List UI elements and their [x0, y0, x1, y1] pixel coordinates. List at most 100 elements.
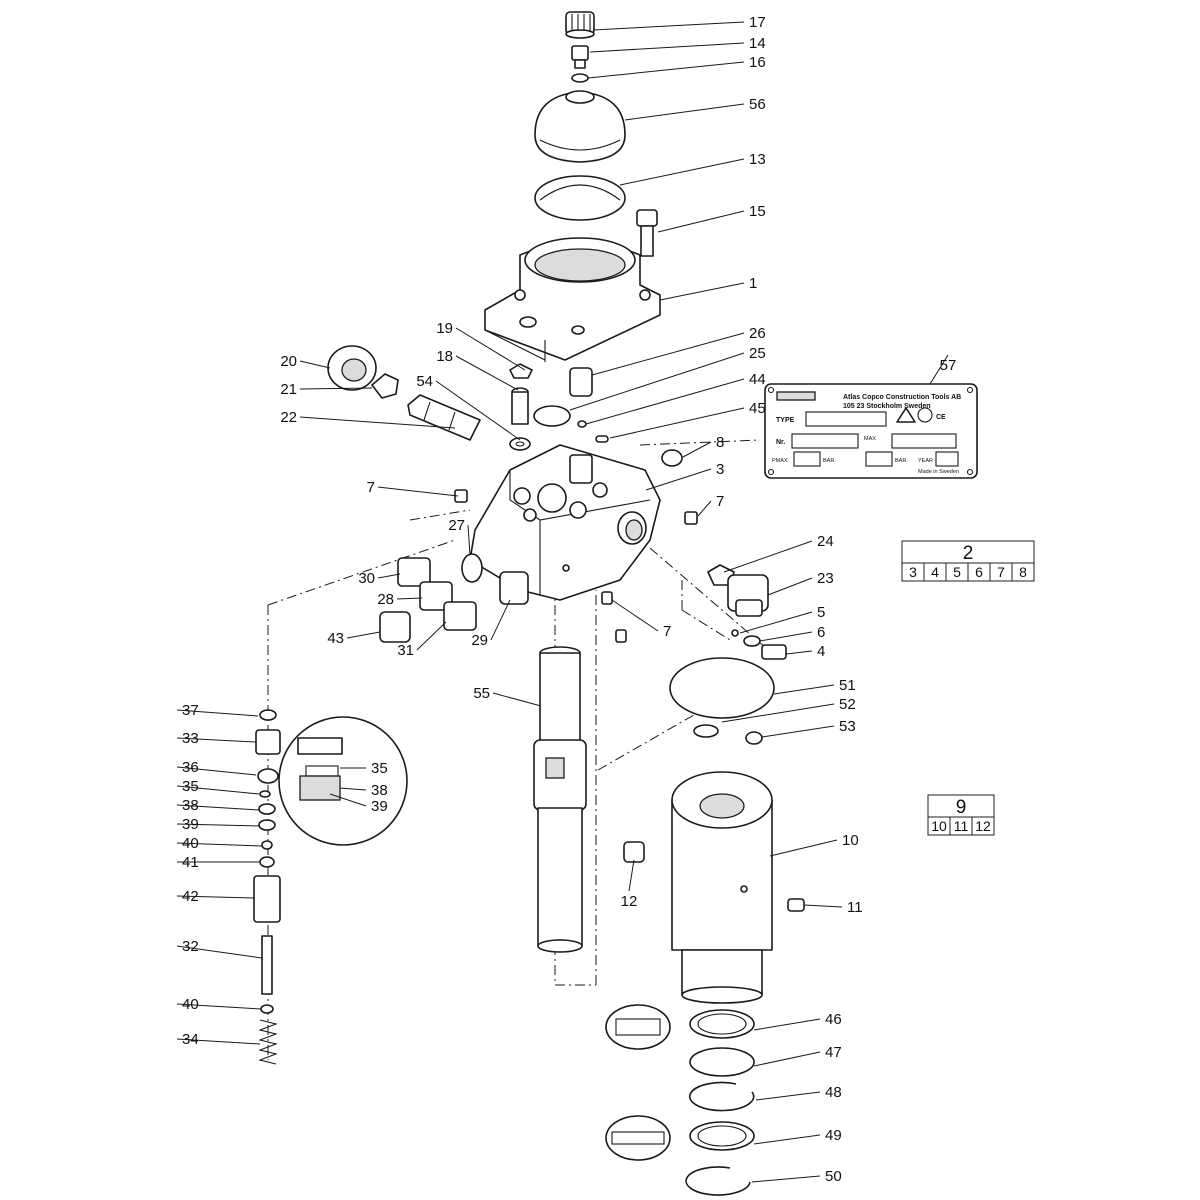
leader-line — [753, 1018, 821, 1031]
leader-line — [176, 823, 260, 827]
cap-43 — [379, 611, 411, 643]
leader-line — [697, 500, 712, 517]
leader-line — [396, 597, 423, 600]
kit-part-4: 4 — [931, 564, 939, 580]
detail-circle — [278, 716, 408, 846]
leader-line — [759, 631, 813, 642]
plug-8 — [661, 449, 683, 467]
callout-29: 29 — [471, 632, 488, 649]
kit-part-11: 11 — [954, 818, 969, 834]
callout-39: 39 — [182, 816, 199, 833]
callout-57: 57 — [940, 357, 957, 374]
kit-part-6: 6 — [975, 564, 983, 580]
warning-icon — [896, 407, 916, 423]
callout-22: 22 — [280, 409, 297, 426]
leader-line — [739, 611, 813, 634]
callout-6: 6 — [817, 624, 825, 641]
callout-12: 12 — [621, 893, 638, 910]
screw-15 — [636, 209, 658, 257]
leader-line — [591, 332, 745, 376]
callout-15: 15 — [749, 203, 766, 220]
kit-part-8: 8 — [1019, 564, 1027, 580]
leader-line — [803, 904, 843, 908]
leader-line — [339, 787, 367, 791]
leader-line — [176, 895, 255, 899]
leader-line — [785, 650, 813, 655]
kit-part-12: 12 — [975, 818, 991, 834]
callout-21: 21 — [280, 381, 297, 398]
callout-50: 50 — [825, 1168, 842, 1185]
callout-4: 4 — [817, 643, 825, 660]
callout-35: 35 — [182, 778, 199, 795]
kit-part-5: 5 — [953, 564, 961, 580]
callout-7: 7 — [367, 479, 375, 496]
callout-1: 1 — [749, 275, 757, 292]
leader-line — [329, 793, 367, 807]
leader-line — [299, 416, 456, 429]
leader-line — [176, 945, 263, 959]
leader-line — [455, 327, 526, 371]
callout-14: 14 — [749, 35, 766, 52]
plate-pressure-label: PMAX — [772, 458, 788, 464]
plate-max-label: MAX — [864, 436, 876, 442]
valve-block-3 — [469, 444, 661, 601]
leader-line — [299, 360, 331, 369]
o-ring-25 — [533, 405, 571, 427]
leader-line — [645, 468, 712, 491]
callout-45: 45 — [749, 400, 766, 417]
bushing-49 — [689, 1121, 755, 1151]
leader-line — [299, 387, 373, 390]
plate-no-label: Nr. — [776, 439, 785, 446]
callout-49: 49 — [825, 1127, 842, 1144]
callout-13: 13 — [749, 151, 766, 168]
plate-company: Atlas Copco Construction Tools AB — [843, 394, 961, 401]
callout-25: 25 — [749, 345, 766, 362]
callout-36: 36 — [182, 759, 199, 776]
leader-line — [416, 621, 447, 651]
o-ring-16 — [571, 73, 589, 83]
callout-23: 23 — [817, 570, 834, 587]
kit-part-10: 10 — [931, 818, 947, 834]
housing-1 — [484, 237, 661, 362]
pin-7c — [601, 591, 613, 605]
ring-45 — [595, 435, 609, 443]
leader-line — [176, 766, 257, 776]
leader-line — [569, 352, 745, 411]
cylinder-10 — [671, 771, 773, 1004]
cap-nut-17 — [565, 11, 595, 39]
callout-54: 54 — [416, 373, 433, 390]
pin-11 — [787, 898, 805, 912]
plate-type-label: TYPE — [776, 417, 795, 424]
callout-41: 41 — [182, 854, 199, 871]
callout-34: 34 — [182, 1031, 199, 1048]
callout-38: 38 — [182, 797, 199, 814]
callout-24: 24 — [817, 533, 834, 550]
callout-53: 53 — [839, 718, 856, 735]
seal-21 — [371, 373, 399, 399]
leader-line — [624, 103, 745, 121]
plate-flow-label: BAR — [895, 458, 906, 464]
plug-23 — [727, 574, 769, 617]
pin-7d — [615, 629, 627, 643]
leader-line — [176, 804, 260, 811]
leader-line — [773, 684, 835, 695]
nipple-22 — [407, 394, 481, 441]
callout-37: 37 — [182, 702, 199, 719]
leader-line — [492, 692, 542, 707]
sleeve-18 — [511, 387, 529, 425]
callout-17: 17 — [749, 14, 766, 31]
leader-line — [377, 486, 459, 497]
callout-18: 18 — [436, 348, 453, 365]
leader-line — [628, 859, 635, 892]
leader-line — [609, 407, 745, 439]
callout-30: 30 — [358, 570, 375, 587]
callout-20: 20 — [280, 353, 297, 370]
sleeve-12 — [623, 841, 645, 863]
leader-line — [755, 1091, 821, 1101]
leader-line — [682, 441, 712, 458]
callout-10: 10 — [842, 832, 859, 849]
